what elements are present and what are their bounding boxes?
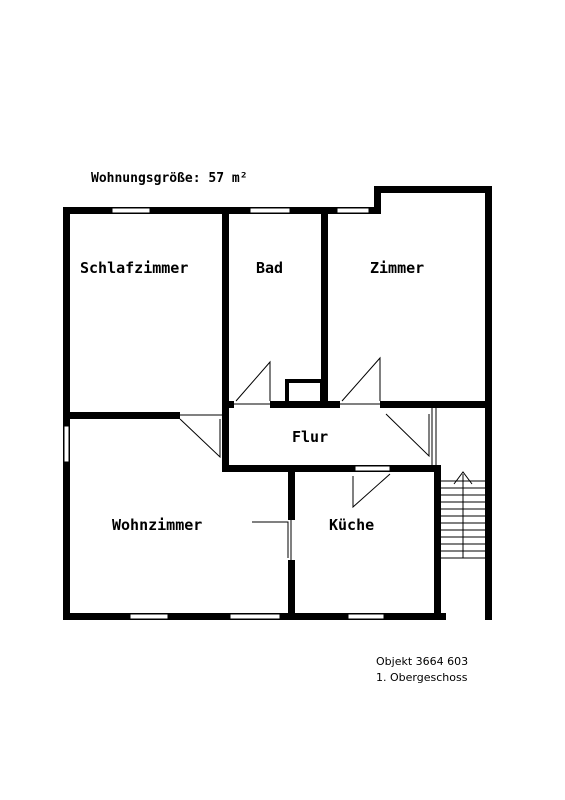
door-flur-right [385, 413, 430, 458]
doors [179, 356, 437, 560]
door-schlafzimmer [179, 418, 221, 459]
windows [63, 207, 391, 620]
window [354, 465, 391, 472]
object-number: Objekt 3664 603 [376, 655, 468, 668]
walls [63, 186, 492, 620]
room-label-flur: Flur [292, 428, 328, 446]
door-kueche [352, 473, 391, 509]
wall [222, 465, 440, 472]
wall [434, 465, 441, 620]
apartment-size-label: Wohnungsgröße: 57 m² [91, 171, 248, 186]
stair-arrow [453, 471, 473, 485]
window [63, 425, 70, 463]
door-zimmer [341, 356, 381, 402]
floor-label: 1. Obergeschoss [376, 671, 468, 684]
wall [63, 207, 380, 214]
wall [222, 207, 229, 471]
room-label-wohnzimmer: Wohnzimmer [112, 516, 202, 534]
window [129, 613, 169, 620]
wall [374, 186, 492, 193]
room-label-zimmer: Zimmer [370, 259, 424, 277]
room-label-bad: Bad [256, 259, 283, 277]
wall [63, 412, 229, 419]
window [229, 613, 281, 620]
window [347, 613, 385, 620]
window [336, 207, 370, 214]
room-label-schlafzimmer: Schlafzimmer [80, 259, 188, 277]
door-bad [235, 360, 271, 402]
window [249, 207, 291, 214]
wall [321, 207, 328, 407]
room-label-kueche: Küche [329, 516, 374, 534]
chimney-box [285, 379, 324, 405]
window [111, 207, 151, 214]
staircase [441, 471, 485, 559]
door-wohnzimmer [252, 521, 289, 558]
wall [374, 186, 381, 214]
